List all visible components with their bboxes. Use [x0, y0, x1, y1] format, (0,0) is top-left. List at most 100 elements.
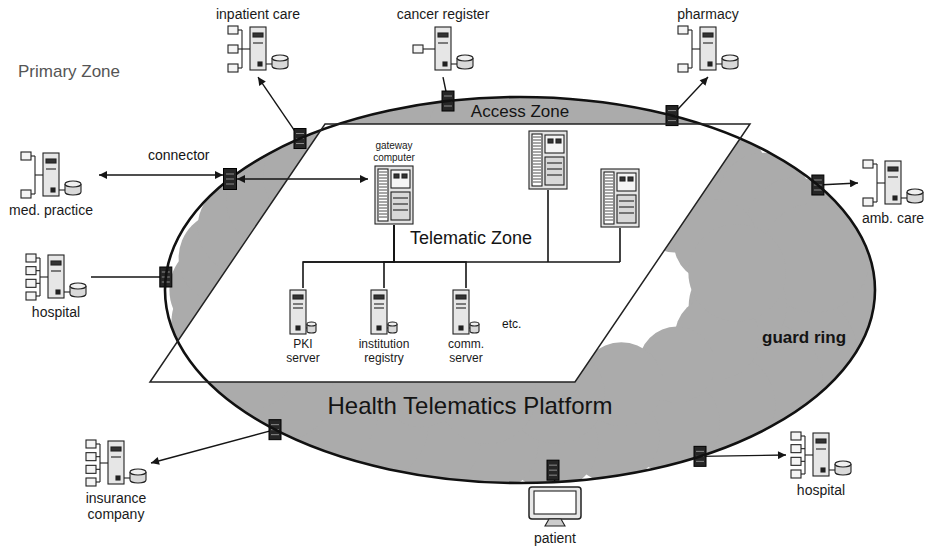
- wire: [31, 155, 35, 156]
- institution-site: inpatient care: [200, 6, 316, 74]
- wire: [451, 64, 457, 65]
- icon-drawing: [863, 160, 923, 206]
- network-link: [303, 225, 394, 288]
- bus-stub: [619, 228, 621, 262]
- icon-drawing: [21, 152, 81, 198]
- vent-line: [605, 178, 613, 179]
- panel-line: [51, 270, 61, 271]
- vent-line: [533, 173, 541, 174]
- disk-top: [835, 461, 851, 467]
- vent-line: [533, 161, 541, 162]
- label-holder: Access Zone: [468, 102, 572, 122]
- panel-light: [620, 177, 625, 181]
- icon-drawing: [228, 26, 288, 72]
- stripe: [226, 184, 234, 185]
- drive-slot: [293, 295, 303, 299]
- drive-slot: [253, 33, 263, 37]
- bay-line: [619, 212, 634, 213]
- drive-slot: [51, 261, 61, 265]
- bay-line: [393, 203, 408, 204]
- disk-top: [272, 55, 288, 61]
- vent-line: [533, 176, 541, 177]
- drive-bay: [391, 192, 410, 220]
- vent-line: [379, 199, 387, 200]
- zone-parallelogram: gateway computerPKI serverinstitution re…: [150, 124, 750, 382]
- cloud-puff: [688, 224, 786, 322]
- vent-line: [379, 172, 387, 173]
- bay-line: [547, 168, 562, 169]
- vent-line: [379, 211, 387, 212]
- vent-column: [378, 169, 388, 221]
- panel-line: [816, 448, 826, 449]
- site-icon: [19, 150, 83, 200]
- wire: [40, 276, 48, 277]
- wire: [36, 257, 40, 258]
- wire: [96, 469, 100, 470]
- vent-line: [533, 146, 541, 147]
- power-light: [708, 62, 712, 66]
- server-tower: [435, 27, 451, 70]
- power-light: [51, 188, 55, 192]
- terminal: [228, 45, 238, 53]
- connector-box: connector: [223, 168, 237, 190]
- front-panel: [617, 173, 636, 191]
- network-link: [99, 174, 223, 176]
- wire: [238, 49, 242, 50]
- server-tower: [43, 153, 59, 196]
- access-leaders: [91, 77, 858, 483]
- vent-line: [533, 137, 541, 138]
- terminal: [678, 26, 688, 34]
- server-node: PKI server: [279, 288, 327, 366]
- front-panel: [545, 135, 564, 153]
- stripe: [226, 174, 234, 175]
- vent-line: [605, 208, 613, 209]
- vent-line: [533, 149, 541, 150]
- vent-line: [379, 202, 387, 203]
- institution-site: hospital: [778, 430, 864, 498]
- panel-light: [548, 139, 553, 143]
- vent-line: [379, 184, 387, 185]
- disk-top: [65, 181, 81, 187]
- terminal: [413, 45, 423, 53]
- vent-line: [605, 196, 613, 197]
- panel-light: [556, 139, 561, 143]
- node-label: amb. care: [852, 210, 934, 226]
- wire: [36, 295, 40, 296]
- site-icon: [789, 430, 853, 480]
- access-leader: [700, 455, 786, 456]
- terminal: [86, 478, 96, 486]
- terminal: [21, 152, 31, 160]
- wire: [873, 163, 877, 164]
- terminal: [791, 470, 801, 478]
- gateway-computers: [529, 131, 639, 227]
- panel-line: [111, 456, 121, 457]
- power-light: [443, 62, 447, 66]
- disk-top: [907, 189, 923, 195]
- vent-line: [605, 187, 613, 188]
- vent-line: [605, 193, 613, 194]
- vent-line: [605, 175, 613, 176]
- drive-bay: [617, 195, 636, 223]
- vent-line: [605, 181, 613, 182]
- wire: [423, 49, 427, 50]
- terminal: [26, 279, 36, 287]
- stripe: [549, 465, 557, 466]
- icon-drawing: [371, 290, 397, 334]
- wire: [238, 30, 242, 31]
- vent-line: [533, 167, 541, 168]
- guard-ring: [165, 97, 875, 483]
- vent-line: [533, 152, 541, 153]
- vent-line: [379, 175, 387, 176]
- node-label: Health Telematics Platform: [328, 392, 613, 420]
- disk-top: [70, 283, 86, 289]
- server-tower: [250, 27, 266, 70]
- ring-label: guard ring: [762, 328, 846, 348]
- icon-drawing: [529, 487, 581, 526]
- node-label: connector: [148, 147, 209, 163]
- panel-light: [402, 174, 407, 178]
- cabinet-body: [375, 166, 413, 224]
- vent-line: [605, 199, 613, 200]
- institution-site: insurance company: [70, 438, 162, 522]
- wire: [31, 193, 35, 194]
